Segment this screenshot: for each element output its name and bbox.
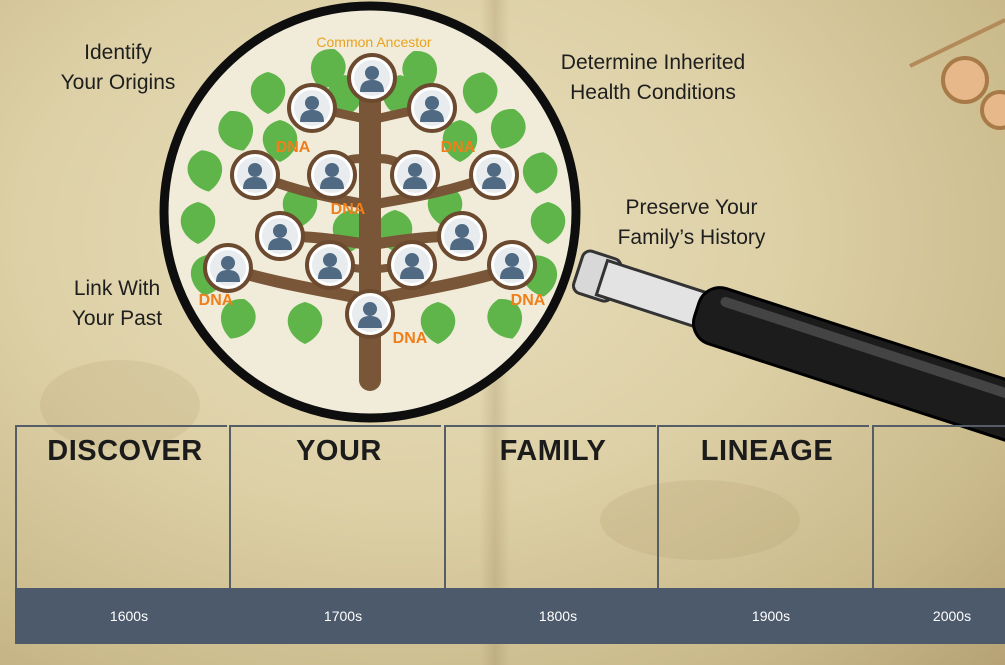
caption-health-conditions: Determine Inherited Health Conditions — [560, 51, 746, 104]
leaf — [420, 302, 456, 344]
timeline-label: 1800s — [538, 608, 578, 624]
stage-bracket-discover — [15, 425, 227, 592]
stage-title-lineage: LINEAGE — [700, 435, 834, 467]
person-icon — [203, 243, 253, 293]
timeline-label: 1600s — [109, 608, 149, 624]
person-icon — [255, 211, 305, 261]
person-icon — [469, 150, 519, 200]
dna-label: DNA — [393, 330, 428, 347]
timeline-label: 1700s — [323, 608, 363, 624]
caption-link-past: Link With Your Past — [71, 277, 163, 330]
paper-stain — [600, 480, 800, 560]
leaf — [487, 299, 522, 339]
leaf — [491, 109, 526, 149]
ancestor-avatars — [203, 53, 537, 339]
leaf — [218, 111, 253, 151]
leaf — [180, 202, 216, 244]
stage-title-discover: DISCOVER — [47, 435, 203, 467]
person-icon — [287, 83, 337, 133]
timeline-label: 1900s — [751, 608, 791, 624]
leaf — [287, 302, 323, 344]
dna-label: DNA — [276, 139, 311, 156]
person-icon — [487, 240, 537, 290]
leaf — [530, 202, 566, 244]
dna-labels: DNA DNA DNA DNA DNA DNA — [199, 139, 546, 347]
leaf — [250, 72, 286, 114]
person-icon — [387, 240, 437, 290]
stage-bracket-blank — [872, 425, 1005, 592]
person-icon — [307, 150, 357, 200]
timeline-2000s: 2000s — [872, 588, 1005, 644]
leaf — [462, 72, 498, 114]
stage-title-your: YOUR — [296, 435, 382, 467]
timeline-1800s: 1800s — [444, 588, 672, 644]
caption-family-history: Preserve Your Family’s History — [617, 196, 766, 249]
dna-label: DNA — [441, 139, 476, 156]
person-icon — [407, 83, 457, 133]
dna-label: DNA — [511, 292, 546, 309]
timeline-label: 2000s — [932, 608, 972, 624]
stage-bracket-family — [444, 425, 656, 592]
leaf — [221, 299, 256, 339]
glasses-icon — [909, 18, 1005, 130]
person-icon — [230, 150, 280, 200]
leaf — [187, 150, 223, 192]
person-icon — [437, 211, 487, 261]
person-icon — [390, 150, 440, 200]
dna-label: DNA — [199, 292, 234, 309]
common-ancestor-label: Common Ancestor — [316, 34, 431, 50]
timeline-1900s: 1900s — [657, 588, 885, 644]
person-icon — [347, 53, 397, 103]
timeline-1600s: 1600s — [15, 588, 243, 644]
caption-identify-origins: Identify Your Origins — [60, 41, 176, 94]
dna-label: DNA — [331, 201, 366, 218]
stage-bracket-your — [229, 425, 441, 592]
leaf — [262, 120, 298, 162]
paper-stain — [40, 360, 200, 450]
leaf — [442, 120, 478, 162]
stage-bracket-lineage — [657, 425, 869, 592]
person-icon — [345, 289, 395, 339]
person-icon — [305, 240, 355, 290]
timeline-1700s: 1700s — [229, 588, 457, 644]
stage-title-family: FAMILY — [499, 435, 607, 467]
leaf — [522, 152, 558, 194]
